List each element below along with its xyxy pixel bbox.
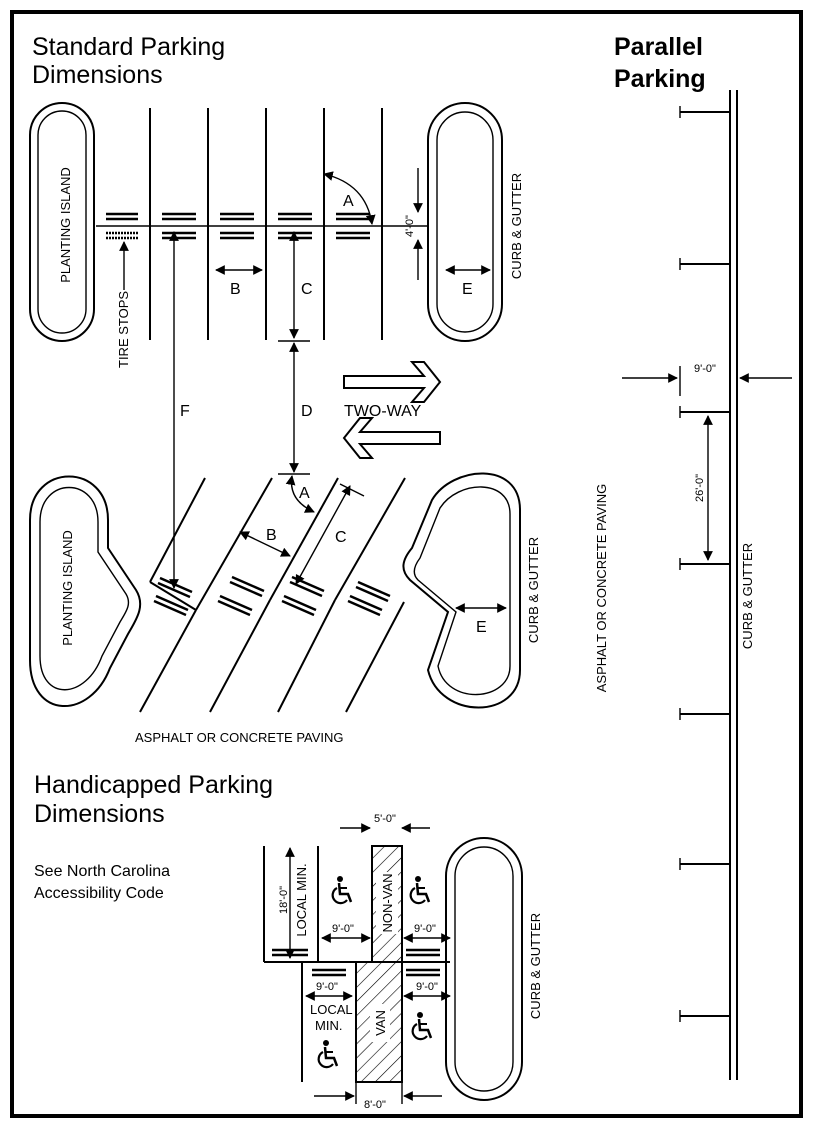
- paving-label-standard: ASPHALT OR CONCRETE PAVING: [135, 730, 344, 745]
- dim-9ft-upper-left-label: 9'-0": [332, 923, 354, 935]
- wheelchair-icon-upper-right: [409, 874, 431, 905]
- dim-9ft-lower-right-label: 9'-0": [416, 981, 438, 993]
- handicapped-title-line2: Dimensions: [34, 800, 165, 828]
- planting-island-top-left: PLANTING ISLAND: [29, 102, 95, 342]
- label-b-bottom: B: [266, 527, 277, 544]
- outer-frame: [10, 10, 803, 1118]
- handicapped-title-line1: Handicapped Parking: [34, 771, 273, 799]
- planting-island-label-bottom: PLANTING ISLAND: [60, 530, 75, 646]
- curb-island-top-right: [427, 102, 503, 342]
- label-f: F: [180, 403, 190, 420]
- label-a-bottom: A: [299, 485, 310, 502]
- dim-9ft-upper-right-label: 9'-0": [414, 923, 436, 935]
- dim-9ft-lower-left-label: 9'-0": [316, 981, 338, 993]
- parallel-title-line2: Parking: [614, 65, 706, 93]
- standard-title-line1: Standard Parking: [32, 33, 225, 61]
- dim-9ft-label: 9'-0": [694, 363, 716, 375]
- dim-b-bottom: [239, 531, 291, 557]
- handicapped-upper-stalls: [263, 846, 450, 963]
- standard-stall-lines: [149, 108, 383, 340]
- curb-island-bottom-right: [402, 472, 521, 709]
- parallel-parking-section: Parallel Parking 9'-0" 26'-0" ASPHALT OR…: [594, 33, 792, 1080]
- curb-island-handicapped: [445, 837, 523, 1101]
- dim-8ft-label: 8'-0": [364, 1099, 386, 1111]
- tire-stops-row: [106, 212, 370, 240]
- dim-18ft-label: 18'-0": [278, 886, 290, 914]
- arrow-icon-right: [343, 361, 442, 403]
- local-min-lower-line1: LOCAL: [310, 1002, 353, 1017]
- local-min-label-upper: LOCAL MIN.: [294, 863, 309, 936]
- dim-5ft-label: 5'-0": [374, 813, 396, 825]
- curb-gutter-label-parallel: CURB & GUTTER: [740, 543, 755, 649]
- label-c-top: C: [301, 281, 313, 298]
- paving-label-parallel: ASPHALT OR CONCRETE PAVING: [594, 484, 609, 693]
- van-label: VAN: [373, 1010, 388, 1036]
- wheelchair-icon-lower-right: [411, 1010, 433, 1041]
- wheelchair-icon-lower-left: [317, 1038, 339, 1069]
- tire-stops-label: TIRE STOPS: [116, 291, 131, 368]
- parallel-stall-ticks: [679, 106, 730, 1022]
- label-d: D: [301, 403, 313, 420]
- handicapped-note-line1: See North Carolina: [34, 863, 170, 880]
- dim-26ft-label: 26'-0": [694, 474, 706, 502]
- label-e-top: E: [462, 281, 473, 298]
- dim-4ft-label: 4'-0": [404, 215, 416, 237]
- handicapped-tire-stops: [272, 948, 440, 977]
- local-min-lower-line2: MIN.: [315, 1018, 342, 1033]
- non-van-label-bg: [376, 872, 398, 934]
- two-way-arrows: TWO-WAY: [342, 361, 442, 459]
- curb-gutter-label-top: CURB & GUTTER: [509, 173, 524, 279]
- parallel-title-line1: Parallel: [614, 33, 703, 61]
- angle-a-arc-top: [323, 171, 376, 225]
- label-c-bottom: C: [335, 529, 347, 546]
- standard-title-line2: Dimensions: [32, 61, 163, 89]
- curb-gutter-label-handicapped: CURB & GUTTER: [528, 913, 543, 1019]
- handicapped-parking-section: Handicapped Parking Dimensions See North…: [34, 771, 543, 1111]
- two-way-label: TWO-WAY: [344, 403, 422, 420]
- van-aisle: [355, 961, 403, 1083]
- label-a-top: A: [343, 193, 354, 210]
- wheelchair-icon-upper-left: [331, 874, 353, 905]
- planting-island-label-top: PLANTING ISLAND: [58, 167, 73, 283]
- non-van-label: NON-VAN: [380, 874, 395, 933]
- van-label-bg: [370, 1004, 390, 1042]
- standard-parking-section: Standard Parking Dimensions PLANTING ISL…: [29, 33, 541, 745]
- planting-island-bottom-left: PLANTING ISLAND: [29, 475, 142, 707]
- label-e-bottom: E: [476, 619, 487, 636]
- arrow-icon-left: [342, 417, 441, 459]
- dim-c-bottom: [295, 485, 351, 585]
- angled-stall-lines: [139, 477, 406, 713]
- curb-gutter-label-bottom: CURB & GUTTER: [526, 537, 541, 643]
- label-b-top: B: [230, 281, 241, 298]
- handicapped-note-line2: Accessibility Code: [34, 885, 164, 902]
